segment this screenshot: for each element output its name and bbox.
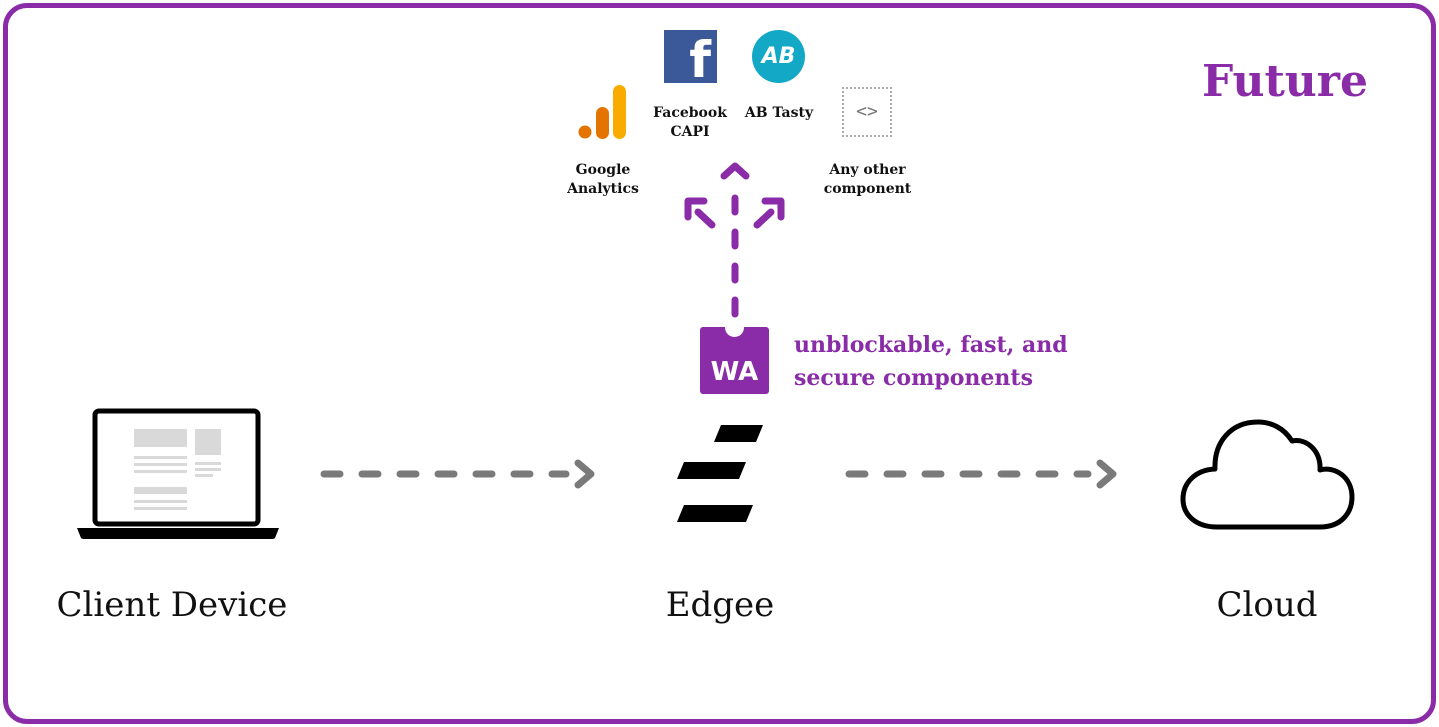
diagram-title: Future [1202,56,1368,107]
wa-badge-notch [725,318,744,337]
edgee-label: Edgee [665,585,775,625]
diagram-frame [3,3,1436,724]
laptop-icon [77,408,279,539]
cloud-icon [1180,419,1355,530]
edgee-logo-icon [677,425,763,522]
google-analytics-label: Google Analytics [567,162,639,197]
code-icon: <> [842,87,892,137]
arrow-fanout [684,162,785,318]
any-other-component-label: Any other component [823,162,912,197]
facebook-icon: f [664,30,717,83]
cloud-label: Cloud [1216,585,1318,625]
client-device-label: Client Device [56,585,288,625]
components-tagline: unblockable, fast, and secure components [794,329,1094,395]
tagline-line-2: secure components [794,365,1033,391]
arrow-client-to-edgee [320,459,595,489]
ab-tasty-icon: AB [752,30,805,83]
facebook-capi-label: Facebook CAPI [653,105,727,140]
ab-tasty-label: AB Tasty [744,105,814,121]
tagline-line-1: unblockable, fast, and [794,332,1068,358]
google-analytics-icon [578,85,626,139]
wa-badge: WA [700,327,769,394]
arrow-edgee-to-cloud [845,459,1117,489]
